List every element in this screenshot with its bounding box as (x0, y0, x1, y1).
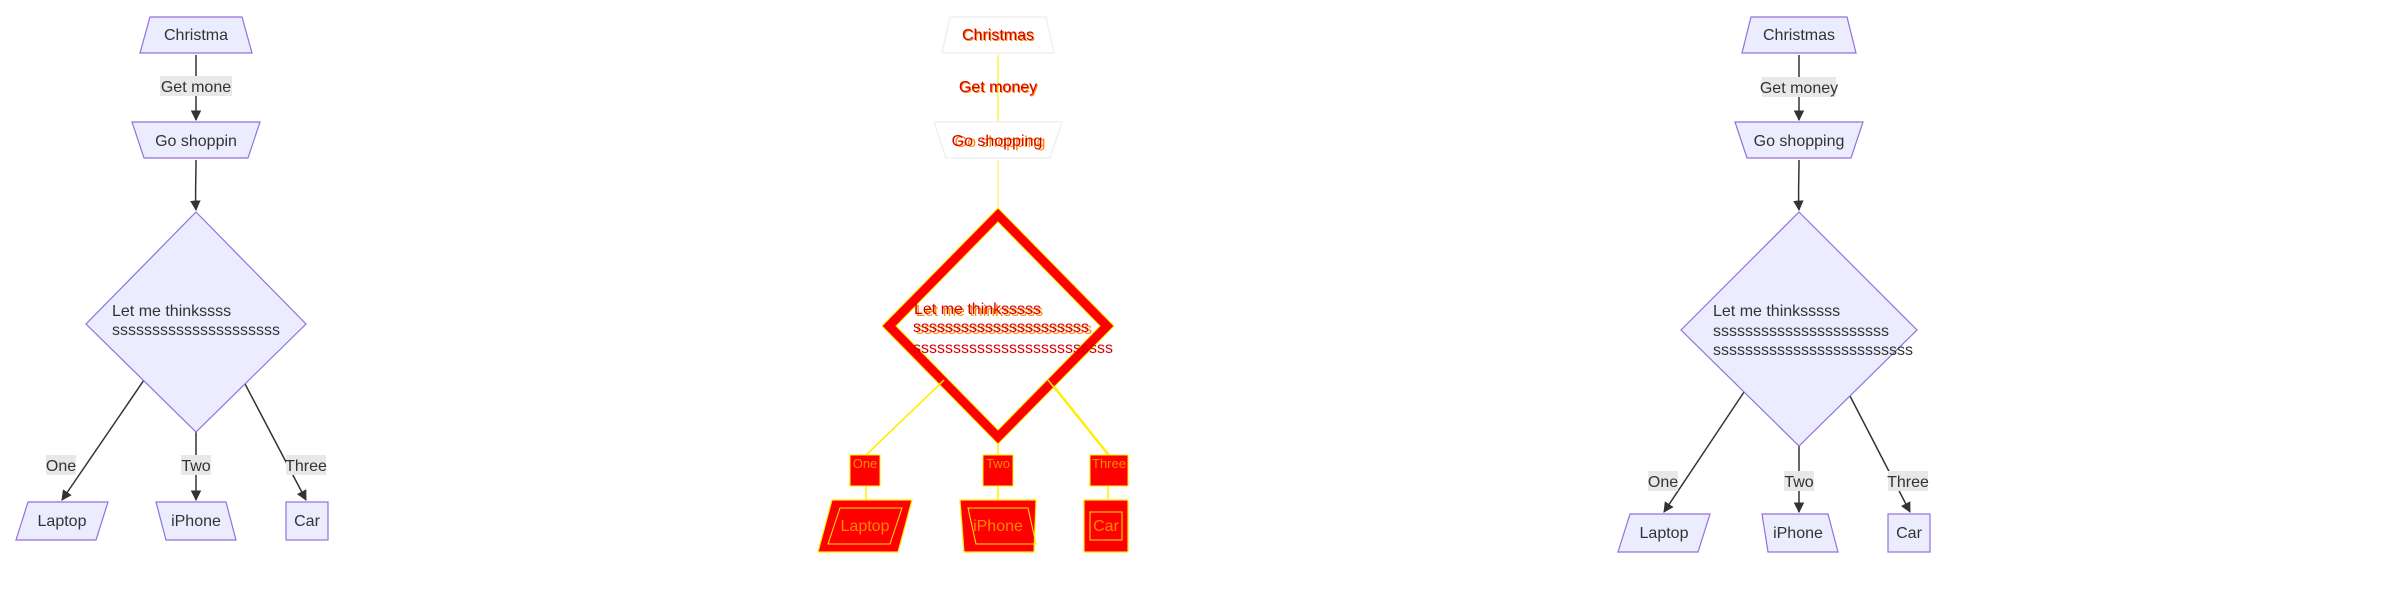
diff-edge-two-label-bg (982, 454, 1014, 487)
left-node-laptop-label: Laptop (38, 513, 87, 530)
left-node-iphone (155, 501, 237, 541)
diff-edge-three (1047, 379, 1115, 462)
left-edge-one (61, 379, 145, 501)
diff-node-decision-inner (895, 221, 1101, 431)
left-edge-one-label-bg (46, 455, 76, 475)
right-node-car-label: Car (1896, 525, 1922, 542)
left-node-car-label: Car (294, 513, 320, 530)
left-node-decision-line2: sssssssssssssssssssss (112, 322, 280, 339)
left-edge-two-label: Two (181, 458, 210, 475)
right-node-iphone-label: iPhone (1773, 525, 1823, 542)
diff-node-decision-line3: sssssssssssssssssssssssss (913, 340, 1113, 357)
left-node-shop (131, 121, 261, 159)
diff-node-decision-line2-b: ssssssssssssssssssssss (916, 321, 1092, 338)
left-node-start (139, 16, 253, 54)
left-node-start-label: Christma (164, 27, 228, 44)
right-node-start (1741, 16, 1857, 54)
left-node-laptop (15, 501, 109, 541)
diff-node-iphone-label: iPhone (973, 518, 1023, 535)
diff-node-car-inner (1089, 511, 1123, 541)
right-node-shop-label: Go shopping (1754, 133, 1845, 150)
right-node-laptop (1617, 513, 1711, 553)
left-edge-two-label-bg (181, 455, 211, 475)
right-edge-two-label-bg (1784, 471, 1814, 491)
left-node-decision (85, 211, 307, 433)
diff-node-start (941, 16, 1055, 54)
diff-node-shop (933, 121, 1063, 159)
right-node-car (1887, 513, 1931, 553)
right-node-shop (1734, 121, 1864, 159)
right-node-iphone (1761, 513, 1839, 553)
left-node-decision-line1: Let me thinkssss (112, 303, 231, 320)
left-edge-three-label-bg (286, 455, 326, 475)
left-edge-money-label-bg (160, 76, 232, 96)
right-edge-one-label-bg (1648, 471, 1678, 491)
left-edge-one-label: One (46, 458, 76, 475)
diff-edge-one (859, 379, 945, 462)
right-node-decision-line2: ssssssssssssssssssssss (1713, 323, 1889, 340)
diff-edge-three-label-bg (1089, 454, 1129, 487)
diff-node-iphone-inner (967, 507, 1037, 545)
right-edge-three-label-bg (1888, 471, 1928, 491)
diff-node-laptop-label: Laptop (841, 518, 890, 535)
diff-node-car-label: Car (1093, 518, 1119, 535)
right-node-decision-line1: Let me thinksssss (1713, 303, 1840, 320)
diff-edge-one-label: One (853, 456, 878, 471)
diff-node-decision-line2: ssssssssssssssssssssss (913, 319, 1089, 336)
diff-node-laptop (817, 499, 913, 553)
left-node-iphone-label: iPhone (171, 513, 221, 530)
diff-node-decision-line1-b: Let me thinksssss (916, 303, 1043, 320)
right-edge-three (1849, 395, 1911, 513)
diff-node-laptop-inner (827, 507, 903, 545)
right-node-decision-line3: sssssssssssssssssssssssss (1713, 342, 1913, 359)
diff-edge-money-label: Get money (959, 79, 1037, 96)
right-edge-money-label: Get money (1760, 80, 1838, 97)
diff-node-car (1083, 499, 1129, 553)
left-edge-three-label: Three (285, 458, 327, 475)
right-edge-two-label: Two (1784, 474, 1813, 491)
left-flowchart: Christma Get mone Go shoppin Let me thin… (15, 16, 329, 541)
diff-node-shop-label-b: Go shopping (955, 134, 1046, 151)
diff-node-start-label-b: Christmas (963, 28, 1035, 45)
right-node-start-label: Christmas (1763, 27, 1835, 44)
right-edge-one (1663, 391, 1745, 513)
right-node-decision (1680, 211, 1918, 447)
left-edge-three (243, 381, 307, 501)
right-edge-three-label: Three (1887, 474, 1929, 491)
diff-edge-one-label-bg (849, 454, 881, 487)
diff-edge-three-label: Three (1092, 456, 1126, 471)
left-node-car (285, 501, 329, 541)
right-flowchart: Christmas Get money Go shopping Let me t… (1617, 16, 1931, 553)
diff-edge-money-label-b: Get money (960, 80, 1038, 97)
right-edge-money-label-bg (1762, 77, 1836, 97)
right-node-laptop-label: Laptop (1640, 525, 1689, 542)
diff-edge-two-label: Two (986, 456, 1010, 471)
left-edge-money-label: Get mone (161, 79, 231, 96)
diff-node-start-label: Christmas (962, 27, 1034, 44)
diff-overlay: Christmas Christmas Get money Get money … (817, 16, 1129, 553)
diff-node-iphone (959, 499, 1037, 553)
diff-node-shop-label: Go shopping (952, 133, 1043, 150)
right-edge-one-label: One (1648, 474, 1678, 491)
left-node-shop-label: Go shoppin (155, 133, 237, 150)
diff-node-decision-line1: Let me thinksssss (914, 301, 1041, 318)
